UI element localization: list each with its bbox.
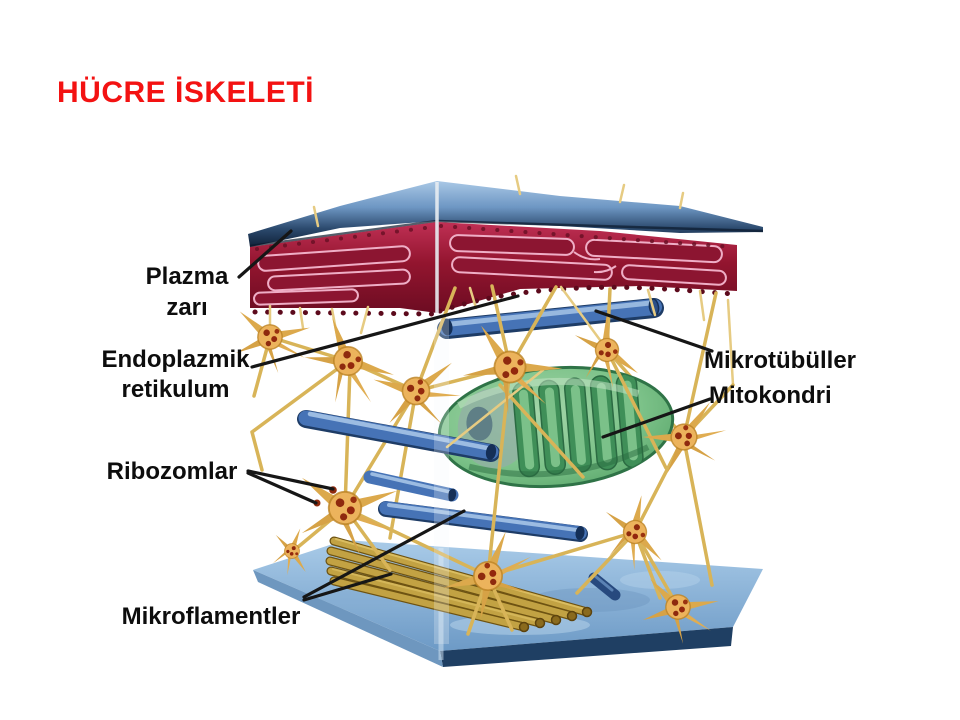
microfilament-end-caps <box>518 606 593 633</box>
callout-plazma-zari <box>237 229 293 279</box>
cut-plane-haze <box>434 314 449 644</box>
callout-mitokondri <box>601 397 712 439</box>
callout-ribozomlar <box>246 469 335 505</box>
microtubule-graphic-front <box>297 410 621 601</box>
callout-mikroflamentler <box>302 509 466 602</box>
microfilament-bundle-graphic <box>325 536 593 633</box>
label-endoplazmik-retikulum: Endoplazmik retikulum <box>101 346 250 403</box>
endoplasmic-reticulum-graphic <box>250 182 738 317</box>
label-mikroflamentler: Mikroflamentler <box>121 603 301 630</box>
microtubule-graphic <box>437 298 664 339</box>
ribosome-dots <box>252 224 738 317</box>
slide-title: HÜCRE İSKELETİ <box>57 76 315 109</box>
callout-endoplazmik-retikulum <box>250 294 520 369</box>
callout-lines <box>237 229 714 602</box>
cytoskeleton-network-front <box>290 285 714 636</box>
callout-mikrotubuller <box>594 309 714 353</box>
label-mikrotubuller: Mikrotübüller <box>704 347 857 374</box>
label-mitokondri: Mitokondri <box>709 382 832 409</box>
label-plazma-zari: Plazma zarı <box>145 263 229 321</box>
label-ribozomlar: Ribozomlar <box>106 458 238 485</box>
